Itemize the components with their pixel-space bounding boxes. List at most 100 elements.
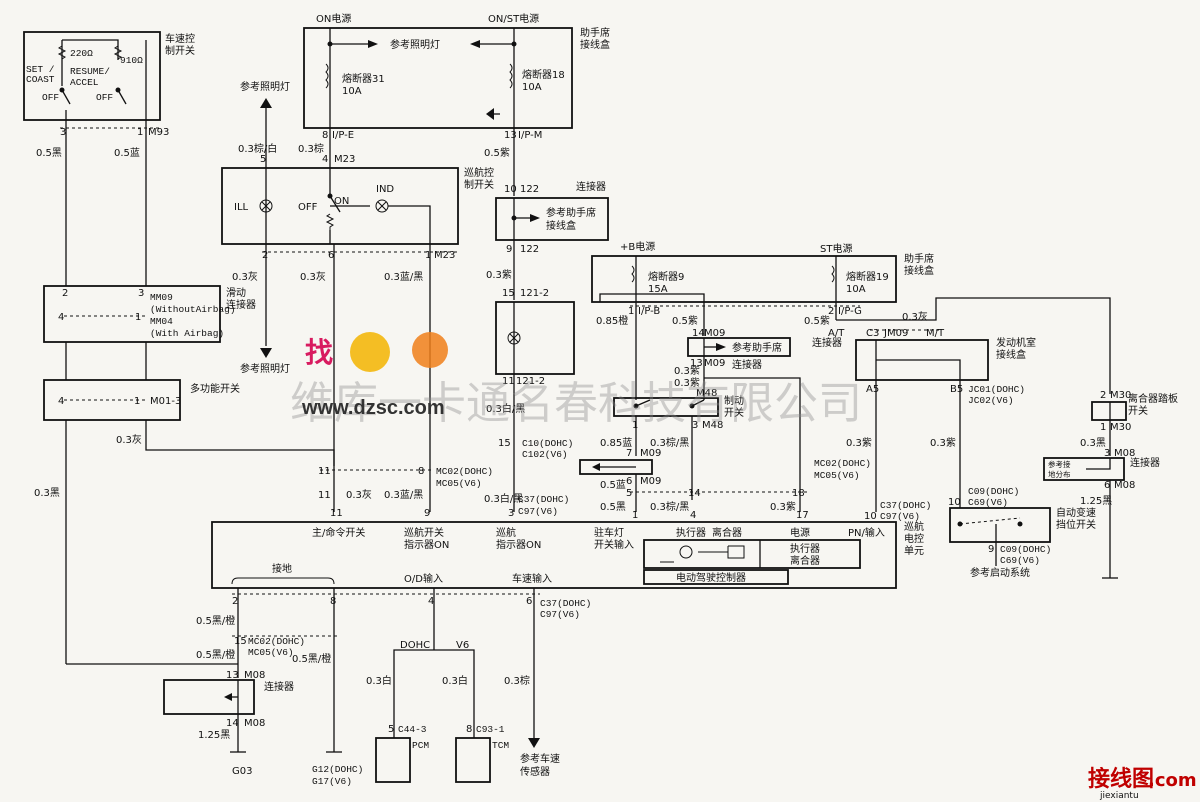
pin-9: 9 xyxy=(424,508,430,519)
wire-03gray: 0.3灰 xyxy=(346,488,372,501)
pin-4: 4 xyxy=(58,396,64,407)
wire-05blue: 0.5蓝 xyxy=(600,479,626,491)
m30-label: M30 xyxy=(1110,390,1131,401)
ground-label: 接地 xyxy=(272,562,292,575)
pin-5: 5 xyxy=(388,724,394,735)
cruise-ecu-box xyxy=(211,521,897,589)
pin-6: 6 xyxy=(526,596,532,607)
pin-3: 3 xyxy=(138,288,144,299)
asst-box-right-label: 助手席 xyxy=(904,252,934,265)
site-brand: 接线图 xyxy=(1088,766,1154,792)
fuse19-amp: 10A xyxy=(846,284,866,295)
c102-label: C102(V6) xyxy=(522,449,568,460)
ref-speed-label: 参考车速 xyxy=(520,752,560,765)
park-lamp-label-2: 开关输入 xyxy=(594,538,634,551)
pin-5: 5 xyxy=(626,488,632,499)
connector-label: 连接器 xyxy=(576,180,606,193)
cruise-ecu-label: 巡航 xyxy=(904,520,924,533)
on-power-label: ON电源 xyxy=(316,12,351,25)
c3-label: C3 xyxy=(866,328,879,339)
clutch-switch-label-2: 开关 xyxy=(1128,404,1148,417)
dohc-label: DOHC xyxy=(400,640,430,651)
pin-1: 1 xyxy=(632,510,638,521)
pin-2: 2 xyxy=(828,306,834,317)
fuse18-label: 熔断器18 xyxy=(522,68,565,81)
cruise-ind-label: 巡航开关 xyxy=(404,526,444,539)
without-airbag-label: (WithoutAirbag) xyxy=(150,304,236,315)
clutch2-label: 离合器 xyxy=(790,554,820,567)
engine-box-label-2: 接线盒 xyxy=(996,348,1026,361)
asst-box-label: 助手席 xyxy=(580,26,610,39)
actuator-label: 执行器 xyxy=(676,526,706,539)
off2-label: OFF xyxy=(96,92,113,103)
pin-1: 1 xyxy=(628,306,634,317)
watermark-find: 找 xyxy=(305,336,333,369)
mc02b-label: MC02(DOHC) xyxy=(436,466,493,477)
m30b-label: M30 xyxy=(1110,422,1131,433)
auto-switch-label: 自动变速 xyxy=(1056,506,1096,519)
c09b-label: C09(DOHC) xyxy=(1000,544,1051,555)
wire-03brown-white: 0.3棕/白 xyxy=(238,142,277,155)
ipm-label: I/P-M xyxy=(518,130,542,141)
pin-6: 6 xyxy=(1104,480,1110,491)
od-input-label: O/D输入 xyxy=(404,572,443,585)
wire-05black-orange: 0.5黑/橙 xyxy=(292,652,331,665)
b5-label: B5 xyxy=(950,384,963,395)
wire-03white: 0.3白 xyxy=(442,674,468,687)
wire-05purple: 0.5紫 xyxy=(484,147,510,159)
connector-right-label-2: 连接器 xyxy=(732,358,762,371)
wire-05purple: 0.5紫 xyxy=(804,315,830,327)
pin-9: 9 xyxy=(506,244,512,255)
ref-lamp-label: 参考照明灯 xyxy=(390,38,440,51)
wire-03gray: 0.3灰 xyxy=(232,270,258,283)
m09b-label: M09 xyxy=(704,358,725,369)
jm09-label: JM09 xyxy=(883,328,908,339)
ind-label: IND xyxy=(376,184,394,195)
pcm-box xyxy=(375,737,411,783)
onst-power-label: ON/ST电源 xyxy=(488,12,539,25)
c121-2b-label: 121-2 xyxy=(516,376,545,387)
set-coast-label: SET / xyxy=(26,64,55,75)
mt-label: M/T xyxy=(926,328,945,339)
assistant-junction-box-right xyxy=(591,255,897,303)
pin-10: 10 xyxy=(948,497,961,508)
pin-15: 15 xyxy=(502,288,515,299)
g12-label: G12(DOHC) xyxy=(312,764,363,775)
ref-start-label: 参考启动系统 xyxy=(970,566,1030,579)
pin-18: 18 xyxy=(792,488,805,499)
m01-3-label: M01-3 xyxy=(150,396,181,407)
wire-05purple: 0.5紫 xyxy=(672,315,698,327)
pin-8: 8 xyxy=(466,724,472,735)
pin-11: 11 xyxy=(502,376,515,387)
off-label: OFF xyxy=(298,202,318,213)
wire-05black: 0.5黑 xyxy=(36,147,62,159)
brake-switch-label-2: 开关 xyxy=(724,406,744,419)
c10-label: C10(DOHC) xyxy=(522,438,573,449)
c37b-label: C37(DOHC) xyxy=(518,494,569,505)
r910-label: 910Ω xyxy=(120,55,143,66)
wire-03white: 0.3白 xyxy=(366,674,392,687)
wire-03gray: 0.3灰 xyxy=(300,270,326,283)
actuator-box xyxy=(643,539,861,569)
m08b-label: M08 xyxy=(1114,480,1135,491)
wire-03blue-black: 0.3蓝/黑 xyxy=(384,489,423,501)
b-power-label: +B电源 xyxy=(620,240,655,253)
ref-asst-label-2: 接线盒 xyxy=(546,219,576,232)
m09-label: M09 xyxy=(704,328,725,339)
wire-03brown-black: 0.3棕/黑 xyxy=(650,436,689,449)
power-label: 电源 xyxy=(790,526,810,539)
pin-3: 3 xyxy=(60,127,66,138)
m48b-label: M48 xyxy=(702,420,723,431)
m08d-label: M08 xyxy=(244,718,265,729)
connector-right-label: 连接器 xyxy=(812,336,842,349)
ill-lamp-icon xyxy=(259,199,273,213)
pin-13: 13 xyxy=(504,130,517,141)
connector-bottom-label: 连接器 xyxy=(264,680,294,693)
with-airbag-label: (With Airbag) xyxy=(150,328,224,339)
mc05b-label: MC05(V6) xyxy=(436,478,482,489)
tcm-label: TCM xyxy=(492,740,509,751)
pin-10: 10 xyxy=(504,184,517,195)
tcm-box xyxy=(455,737,491,783)
wire-03white-black: 0.3白/黑 xyxy=(484,492,523,505)
g03-label: G03 xyxy=(232,766,252,777)
